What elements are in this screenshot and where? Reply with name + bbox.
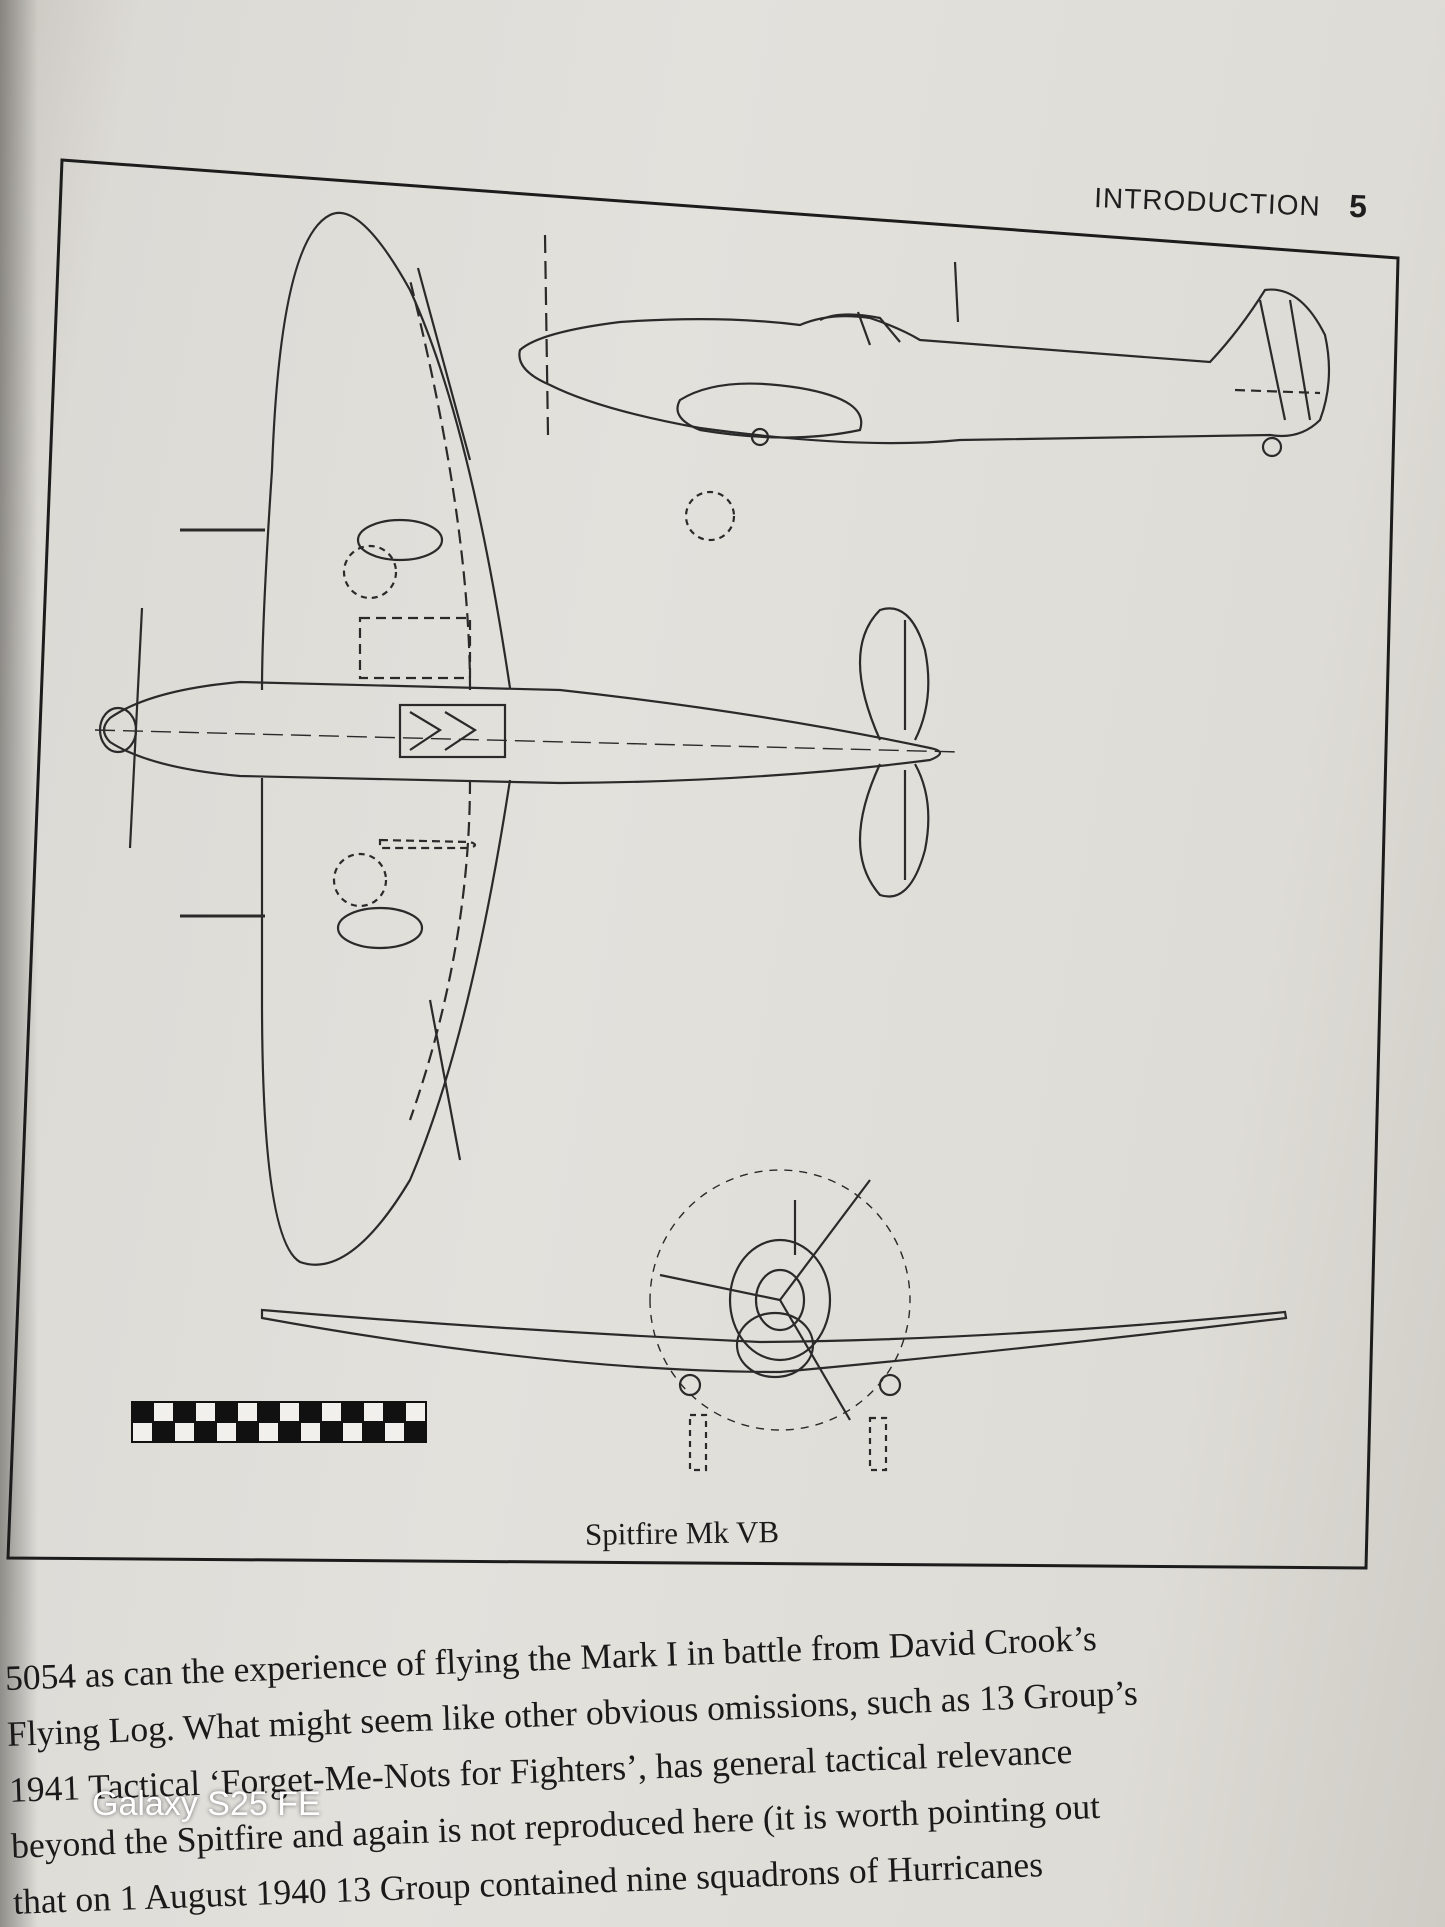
side-view-drawing (518, 234, 1331, 542)
figure-frame (6, 158, 1400, 1570)
plan-view-drawing (94, 211, 961, 1266)
camera-watermark: Galaxy S25 FE (92, 1785, 321, 1823)
spitfire-three-view-figure (6, 158, 1400, 1570)
front-view-drawing (260, 1169, 1288, 1472)
body-paragraph: 5054 as can the experience of flying the… (4, 1598, 1433, 1927)
figure-caption: Spitfire Mk VB (584, 1514, 780, 1552)
scale-bar (131, 1401, 427, 1443)
